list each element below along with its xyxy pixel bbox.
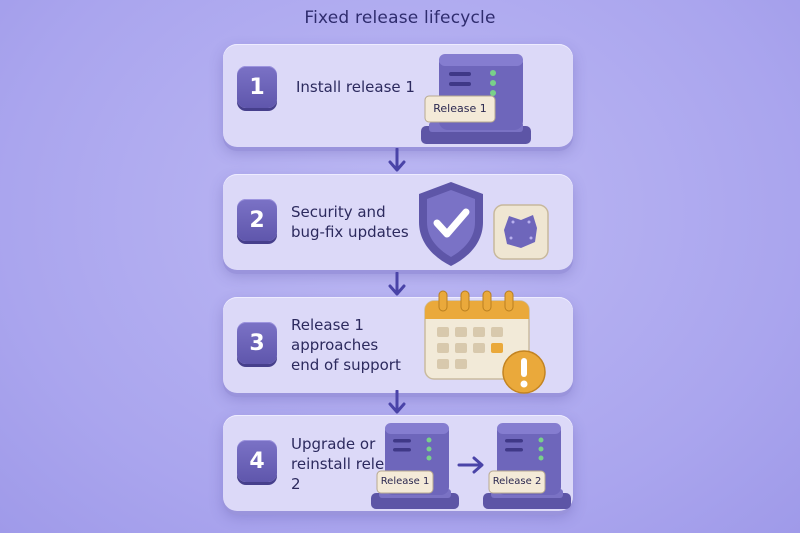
arrow-down-icon	[388, 390, 406, 414]
step-card-2: 2 Security and bug-fix updates	[223, 174, 573, 270]
step-label-2: Security and bug-fix updates	[291, 203, 409, 241]
step-label-3: Release 1 approaches end of support	[291, 316, 401, 374]
step-card-3: 3 Release 1 approaches end of support	[223, 290, 573, 394]
server-icon	[421, 54, 531, 144]
diagram-title: Fixed release lifecycle	[304, 8, 496, 28]
calendar-icon	[424, 290, 530, 380]
step-number-1: 1	[237, 66, 277, 108]
server-icon	[371, 423, 459, 509]
arrow-right-icon	[457, 456, 484, 474]
patch-icon	[493, 204, 549, 260]
warning-icon	[502, 350, 546, 394]
step-card-1: 1 Install release 1 Release 1	[223, 44, 573, 147]
step-card-4: 4 Upgrade or reinstall release 2 Release…	[223, 415, 573, 511]
server-tag: Release 1	[433, 102, 487, 115]
shield-check-icon	[419, 182, 483, 266]
arrow-down-icon	[388, 148, 406, 172]
server-tag-from: Release 1	[380, 476, 430, 487]
step-label-1: Install release 1	[296, 78, 415, 96]
step-number-2: 2	[237, 199, 277, 241]
step-label-4: Upgrade or reinstall release 2	[291, 435, 411, 493]
arrow-down-icon	[388, 272, 406, 296]
server-icon	[483, 423, 571, 509]
server-tag-to: Release 2	[492, 476, 542, 487]
step-number-3: 3	[237, 322, 277, 364]
step-number-4: 4	[237, 440, 277, 482]
